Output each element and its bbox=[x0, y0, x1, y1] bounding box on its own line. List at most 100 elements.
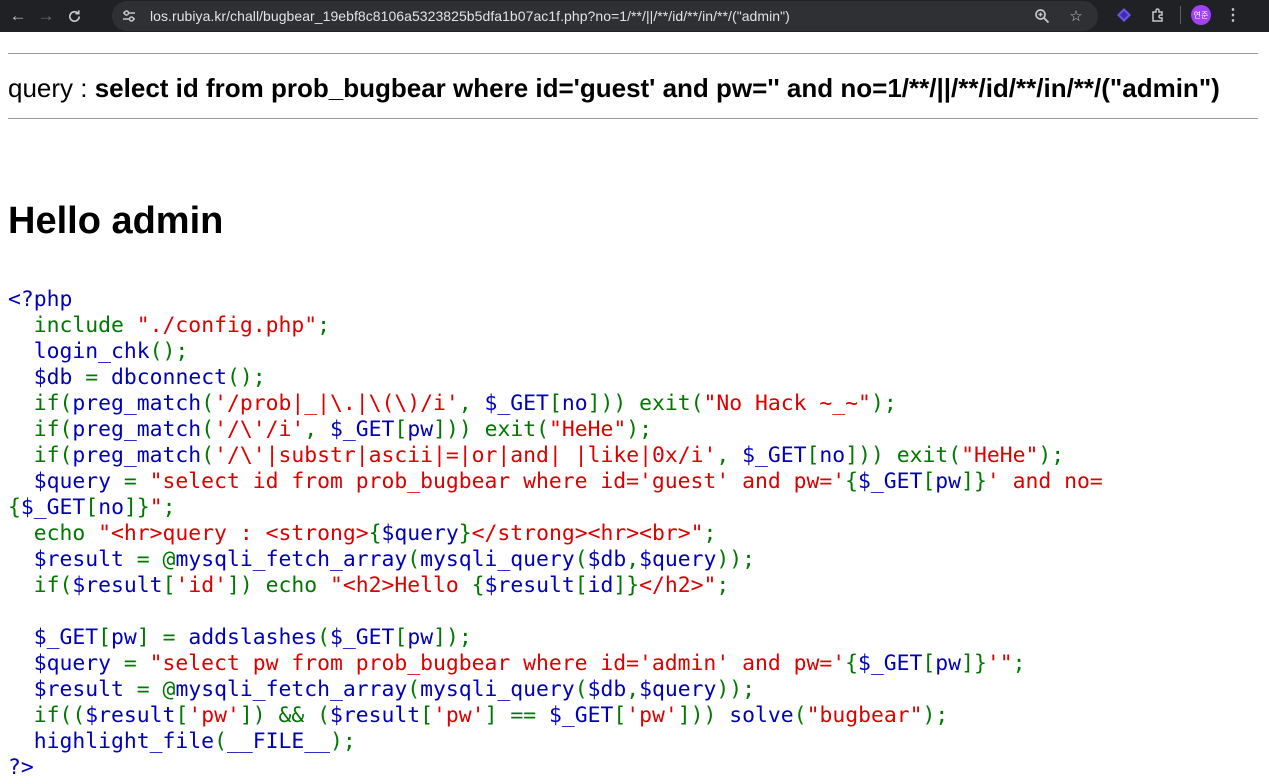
code-token: mysqli_fetch_array bbox=[175, 547, 408, 572]
code-token: no bbox=[561, 391, 588, 416]
code-token: ] = bbox=[136, 625, 189, 650]
profile-avatar[interactable]: 연준 bbox=[1191, 5, 1211, 25]
extensions-menu-button[interactable] bbox=[1146, 3, 1170, 27]
code-token: ; bbox=[162, 495, 176, 520]
code-token: "No Hack ~_~" bbox=[703, 391, 871, 416]
code-token: ( bbox=[201, 443, 215, 468]
code-token: $query bbox=[639, 677, 717, 702]
code-token: 'pw' bbox=[626, 703, 678, 728]
back-button[interactable]: ← bbox=[4, 2, 32, 30]
code-line: ?> bbox=[8, 755, 1103, 781]
code-token: preg_match bbox=[72, 443, 202, 468]
code-token: '/\'|substr|ascii|=|or|and| |like|0x/i' bbox=[214, 443, 717, 468]
code-token: [ bbox=[922, 469, 936, 494]
more-menu-button[interactable]: ⋮ bbox=[1221, 3, 1245, 27]
code-token: ( bbox=[317, 625, 331, 650]
extension-button[interactable] bbox=[1112, 3, 1136, 27]
code-token: if( bbox=[8, 573, 73, 598]
code-token: ] == bbox=[484, 703, 549, 728]
code-line: if(preg_match('/\'|substr|ascii|=|or|and… bbox=[8, 443, 1103, 469]
code-token: ' and no= bbox=[986, 469, 1103, 494]
reload-button[interactable] bbox=[60, 2, 88, 30]
code-token: $query bbox=[8, 651, 124, 676]
code-line: $result = @mysqli_fetch_array(mysqli_que… bbox=[8, 677, 1103, 703]
code-token: [ bbox=[613, 703, 627, 728]
code-token: ]} bbox=[123, 495, 150, 520]
zoom-button[interactable] bbox=[1030, 4, 1054, 28]
code-token: [ bbox=[162, 573, 176, 598]
code-token: { bbox=[368, 521, 382, 546]
code-token: ])) bbox=[677, 703, 730, 728]
code-token: ]} bbox=[961, 469, 987, 494]
code-line: $result = @mysqli_fetch_array(mysqli_que… bbox=[8, 547, 1103, 573]
code-token: { bbox=[845, 651, 858, 676]
code-line: if(preg_match('/prob|_|\.|\(\)/i', $_GET… bbox=[8, 391, 1103, 417]
page-content: query : select id from prob_bugbear wher… bbox=[8, 32, 1269, 780]
code-token: [ bbox=[394, 417, 408, 442]
code-token: </strong><hr><br>" bbox=[471, 521, 704, 546]
code-line: $query = "select id from prob_bugbear wh… bbox=[8, 469, 1103, 495]
bookmark-button[interactable]: ☆ bbox=[1064, 4, 1088, 28]
code-token: preg_match bbox=[72, 391, 202, 416]
code-token: '" bbox=[986, 651, 1013, 676]
code-token: { bbox=[845, 469, 858, 494]
code-token: = bbox=[123, 469, 150, 494]
bottom-divider bbox=[8, 118, 1258, 119]
code-token: )); bbox=[716, 677, 756, 702]
code-token: $result bbox=[330, 703, 421, 728]
code-token: $db bbox=[587, 677, 627, 702]
code-line: echo "<hr>query : <strong>{$query}</stro… bbox=[8, 521, 1103, 547]
code-token: ; bbox=[716, 573, 730, 598]
code-token: (); bbox=[149, 339, 189, 364]
code-line: $_GET[pw] = addslashes($_GET[pw]); bbox=[8, 625, 1103, 651]
code-token: "select pw from prob_bugbear where id='a… bbox=[149, 651, 846, 676]
code-token: } bbox=[458, 521, 472, 546]
code-token: 'pw' bbox=[188, 703, 240, 728]
code-token: ]) echo bbox=[226, 573, 330, 598]
address-bar[interactable]: los.rubiya.kr/chall/bugbear_19ebf8c8106a… bbox=[112, 1, 1098, 31]
code-line: login_chk(); bbox=[8, 339, 1103, 365]
code-token: [ bbox=[85, 495, 99, 520]
code-token: ( bbox=[201, 391, 215, 416]
code-token: if( bbox=[8, 417, 73, 442]
kebab-menu-icon: ⋮ bbox=[1225, 7, 1241, 24]
code-token: solve bbox=[729, 703, 794, 728]
code-token: ])) exit( bbox=[845, 443, 962, 468]
code-token: pw bbox=[407, 625, 434, 650]
code-token: "HeHe" bbox=[548, 417, 627, 442]
code-token: $result bbox=[8, 547, 137, 572]
code-token: pw bbox=[111, 625, 137, 650]
code-token: ( bbox=[793, 703, 807, 728]
code-token: ; bbox=[703, 521, 717, 546]
code-token: highlight_file bbox=[8, 729, 215, 754]
code-token: $_GET bbox=[858, 651, 923, 676]
code-token: "<hr>query : <strong> bbox=[98, 521, 369, 546]
arrow-left-icon: ← bbox=[9, 6, 27, 25]
code-line bbox=[8, 599, 1103, 625]
code-line: $db = dbconnect(); bbox=[8, 365, 1103, 391]
code-token: mysqli_fetch_array bbox=[175, 677, 408, 702]
code-line: $query = "select pw from prob_bugbear wh… bbox=[8, 651, 1103, 677]
code-token: </h2>" bbox=[639, 573, 717, 598]
code-token: no bbox=[98, 495, 124, 520]
code-token: [ bbox=[420, 703, 434, 728]
code-token: <?php bbox=[8, 287, 73, 312]
code-token: $result bbox=[8, 677, 137, 702]
site-info-button[interactable] bbox=[118, 5, 140, 27]
code-token bbox=[8, 599, 21, 624]
code-token: if( bbox=[8, 443, 73, 468]
code-token: addslashes bbox=[188, 625, 318, 650]
code-token: ); bbox=[1038, 443, 1065, 468]
code-token: ]} bbox=[961, 651, 987, 676]
code-line: highlight_file(__FILE__); bbox=[8, 729, 1103, 755]
top-divider bbox=[8, 53, 1258, 54]
forward-button[interactable]: → bbox=[32, 2, 60, 30]
code-token: __FILE__ bbox=[226, 729, 330, 754]
code-token: id bbox=[587, 573, 614, 598]
code-token: no bbox=[819, 443, 846, 468]
url-text[interactable]: los.rubiya.kr/chall/bugbear_19ebf8c8106a… bbox=[150, 8, 790, 24]
puzzle-icon bbox=[1151, 7, 1163, 22]
code-token: = bbox=[85, 365, 112, 390]
code-token: [ bbox=[922, 651, 936, 676]
code-line: if(($result['pw']) && ($result['pw'] == … bbox=[8, 703, 1103, 729]
